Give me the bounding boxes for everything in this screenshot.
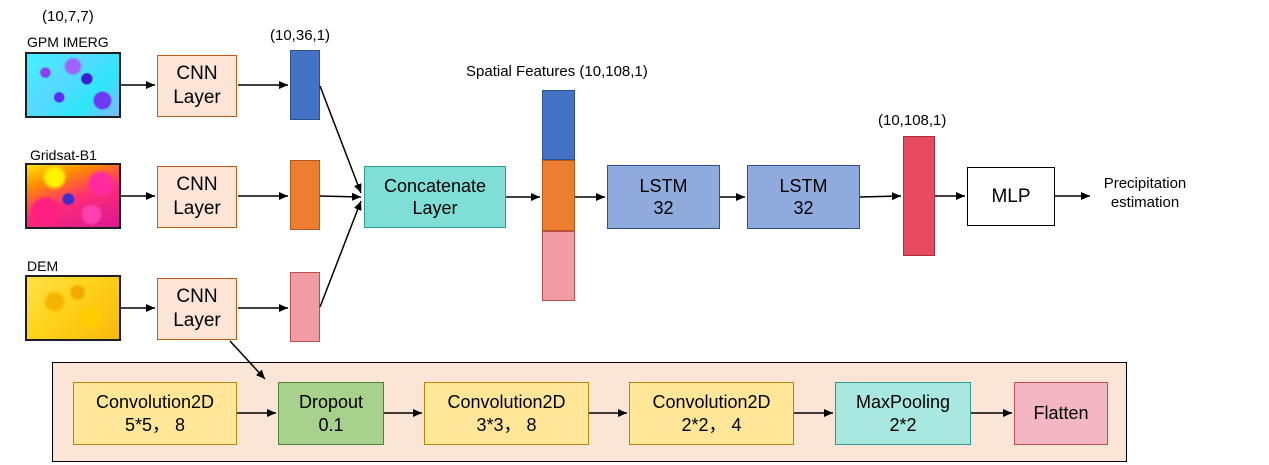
cnn-output-bar-pink [290,272,320,342]
lstm-1-line2: 32 [653,198,674,218]
arrow-lstm2-to-bar [859,192,902,201]
detail-dropout-line2: 0.1 [318,414,344,435]
detail-flatten: Flatten [1014,382,1108,445]
detail-conv2d-1-line2: 5*5， 8 [124,414,186,435]
cnn-layer-3-line1: CNN [176,286,218,308]
concatenate-line2: Layer [412,198,458,218]
gridsat-label: Gridsat-B1 [30,147,97,163]
arrow-pink-to-concat [319,200,362,308]
mlp-label: MLP [991,185,1031,207]
lstm-layer-1: LSTM 32 [607,165,720,229]
dem-image [25,275,121,341]
arrow-blue-to-concat [319,85,362,194]
detail-flatten-line1: Flatten [1033,403,1089,424]
lstm-1-line1: LSTM [639,175,688,196]
lstm-2-line2: 32 [793,198,814,218]
cnn-layer-1-line1: CNN [176,63,218,85]
cnn-output-shape-label: (10,36,1) [270,27,331,44]
detail-conv2d-2: Convolution2D 3*3， 8 [424,382,589,445]
detail-maxpooling-line2: 2*2 [889,414,917,435]
gpm-imerg-image [25,52,121,118]
spatial-feature-segment-pink [542,231,575,301]
mlp-box: MLP [967,167,1055,226]
cnn-layer-2: CNN Layer [157,166,237,228]
spatial-feature-segment-orange [542,160,575,231]
detail-conv2d-3: Convolution2D 2*2， 4 [629,382,794,445]
detail-conv2d-3-line2: 2*2， 4 [681,414,742,435]
cnn-layer-1-line2: Layer [173,87,221,108]
cnn-layer-2-line1: CNN [176,174,218,196]
arrow-cnn-to-detail [229,340,266,380]
detail-dropout-line1: Dropout [298,392,364,412]
detail-conv2d-2-line2: 3*3， 8 [476,414,537,435]
detail-conv2d-3-line1: Convolution2D [652,392,771,412]
cnn-output-bar-blue [290,50,320,120]
cnn-layer-1: CNN Layer [157,55,237,117]
detail-maxpooling-line1: MaxPooling [855,392,951,412]
detail-conv2d-1-line1: Convolution2D [95,392,215,412]
gpm-imerg-label: GPM IMERG [27,34,109,50]
cnn-layer-3: CNN Layer [157,278,237,340]
cnn-output-bar-orange [290,160,320,230]
lstm-output-bar [903,136,935,256]
precipitation-output: Precipitation estimation [1094,174,1196,212]
concatenate-line1: Concatenate [383,175,487,196]
dem-label: DEM [27,258,59,274]
lstm-layer-2: LSTM 32 [747,165,860,229]
spatial-feature-segment-blue [542,90,575,160]
detail-conv2d-2-line1: Convolution2D [447,392,566,412]
detail-maxpooling: MaxPooling 2*2 [835,382,971,445]
concatenate-layer: Concatenate Layer [364,166,506,228]
arrow-orange-to-concat [319,192,362,201]
output-line2: estimation [1110,194,1180,211]
detail-conv2d-1: Convolution2D 5*5， 8 [73,382,237,445]
lstm-2-line1: LSTM [779,175,828,196]
detail-dropout: Dropout 0.1 [278,382,384,445]
gpm-shape-label: (10,7,7) [42,8,94,25]
cnn-layer-3-line2: Layer [173,310,221,331]
lstm-output-shape-label: (10,108,1) [878,112,947,129]
gridsat-image [25,163,121,229]
output-line1: Precipitation [1103,175,1187,192]
cnn-layer-2-line2: Layer [173,198,221,219]
spatial-features-label: Spatial Features (10,108,1) [466,63,648,80]
